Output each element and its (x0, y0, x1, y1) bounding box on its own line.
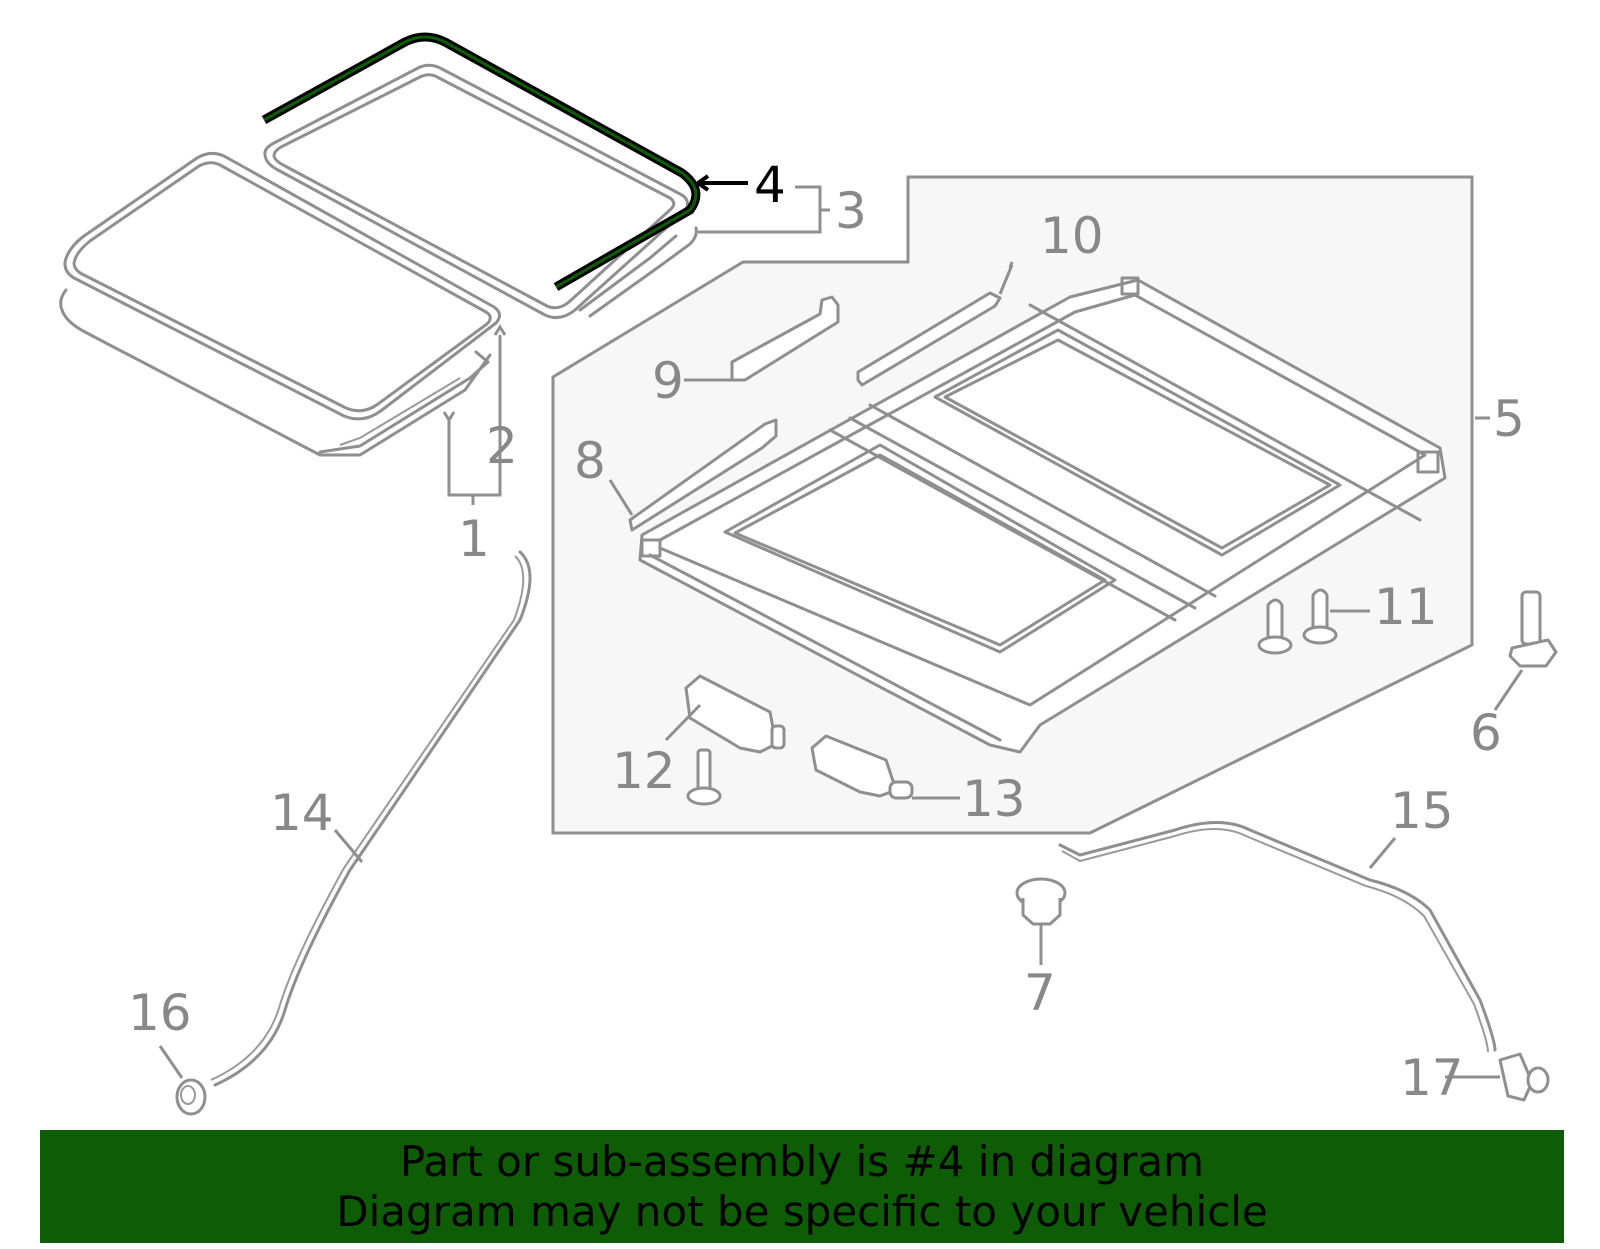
connector-17 (1498, 1052, 1550, 1102)
deflector-strip-8 (628, 418, 778, 532)
leader-lines (158, 185, 1524, 1079)
bolt-6 (1508, 590, 1558, 668)
callout-17: 17 (1400, 1049, 1464, 1107)
banner-line-part: Part or sub-assembly is #4 in diagram (399, 1136, 1205, 1186)
bracket-9 (730, 295, 840, 382)
callout-5: 5 (1493, 390, 1525, 448)
glass-panel-rear (263, 63, 698, 320)
seal-strip-10 (856, 291, 1002, 387)
screw-12 (686, 748, 722, 806)
callout-13: 13 (962, 770, 1026, 828)
callout-10: 10 (1040, 207, 1104, 265)
module-12 (684, 674, 786, 754)
callout-9: 9 (652, 352, 684, 410)
drain-hose-15 (1058, 821, 1497, 1052)
grommet-16 (175, 1078, 207, 1116)
callout-16: 16 (128, 984, 192, 1042)
part-info-banner: Part or sub-assembly is #4 in diagram Di… (40, 1130, 1564, 1243)
callout-1: 1 (458, 510, 490, 568)
callout-11: 11 (1374, 578, 1438, 636)
callout-3: 3 (835, 182, 867, 240)
sunroof-frame-assembly (638, 276, 1447, 754)
callout-4: 4 (754, 156, 786, 214)
callout-12: 12 (612, 742, 676, 800)
glass-panel-front (59, 151, 501, 457)
banner-line-disclaimer: Diagram may not be specific to your vehi… (336, 1186, 1268, 1236)
nut-7 (1015, 877, 1067, 926)
callout-7: 7 (1024, 964, 1056, 1022)
callout-8: 8 (574, 432, 606, 490)
callout-14: 14 (270, 784, 334, 842)
callout-labels: 1 2 3 4 5 6 7 8 9 10 11 12 13 14 15 16 1… (128, 156, 1525, 1107)
clips-11 (1257, 588, 1338, 655)
weatherstrip-part-4 (261, 32, 701, 291)
callout-6: 6 (1470, 704, 1502, 762)
callout-15: 15 (1390, 782, 1454, 840)
callout-2: 2 (486, 417, 518, 475)
motor-13 (810, 734, 914, 800)
drain-hose-14 (213, 550, 532, 1087)
